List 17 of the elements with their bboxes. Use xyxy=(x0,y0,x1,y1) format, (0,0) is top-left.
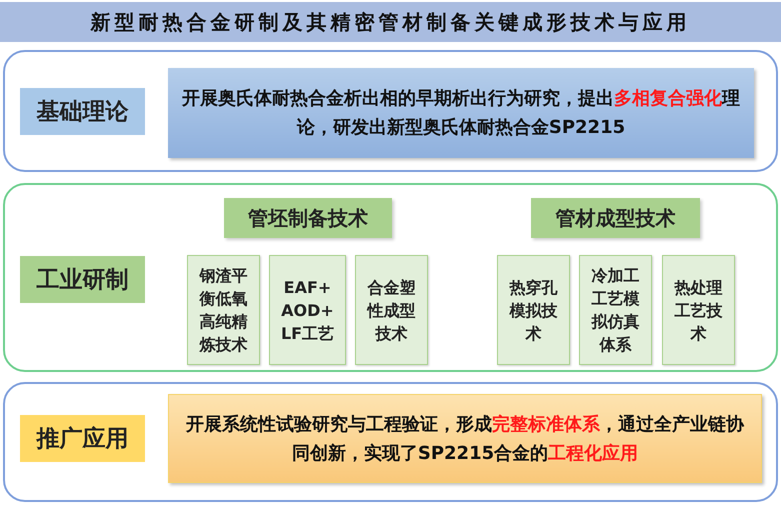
theory-panel xyxy=(3,50,778,172)
technique-box: 热穿孔模拟技术 xyxy=(497,255,570,365)
technique-box: 冷加工工艺模拟仿真体系 xyxy=(579,255,652,365)
description-box: 开展系统性试验研究与工程验证，形成完整标准体系，通过全产业链协同创新，实现了SP2215合金的工程化应用 xyxy=(168,394,762,483)
section-label: 基础理论 xyxy=(20,88,145,135)
section-label: 工业研制 xyxy=(20,256,145,303)
section-label: 推广应用 xyxy=(20,415,145,462)
category-header: 管坯制备技术 xyxy=(224,198,392,238)
description-box: 开展奥氏体耐热合金析出相的早期析出行为研究，提出多相复合强化理论，研发出新型奥氏体耐热合金SP2215 xyxy=(168,68,754,158)
application-panel xyxy=(3,382,778,502)
technique-box: 合金塑性成型技术 xyxy=(355,255,428,365)
title-banner: 新型耐热合金研制及其精密管材制备关键成形技术与应用 xyxy=(0,2,781,42)
technique-box: EAF+ AOD+ LF工艺 xyxy=(269,255,346,365)
technique-box: 钢渣平衡低氧高纯精炼技术 xyxy=(187,255,260,365)
category-header: 管材成型技术 xyxy=(531,198,700,238)
technique-box: 热处理工艺技术 xyxy=(662,255,735,365)
industry-panel xyxy=(3,183,778,372)
